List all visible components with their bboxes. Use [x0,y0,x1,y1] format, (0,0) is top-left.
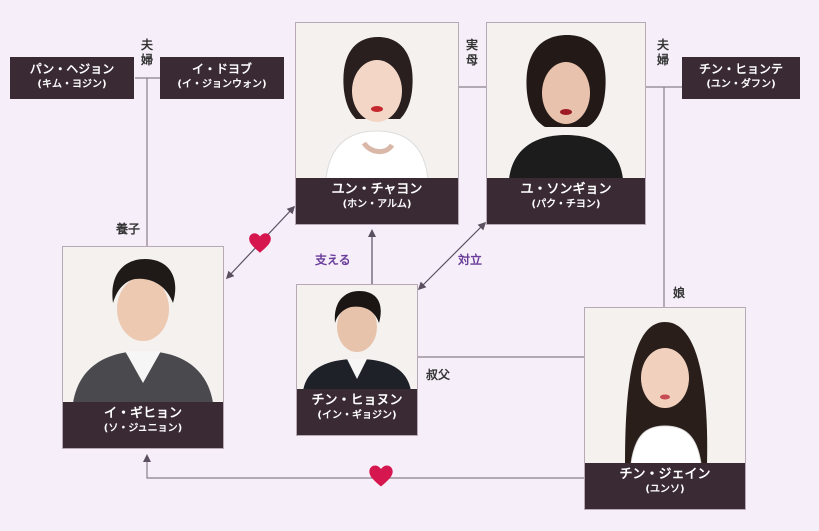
heart-icon-upper [249,233,271,253]
portrait-yun-chayeon [296,23,458,179]
name-tag-lee-doyeop: イ・ドヨブ (イ・ジョンウォン) [160,57,284,99]
relation-support: 支える [315,253,351,267]
relation-real-mother: 実母 [465,38,478,67]
label-chin-jein: チン・ジェイン (ユンソ) [585,463,745,509]
lee-gihyeon-name: イ・ギヒョン [103,406,182,421]
yu-seonggyeong-name: ユ・ソンギョン [520,182,612,197]
relation-adopted-son: 養子 [116,222,141,236]
yun-chayeon-name: ユン・チャヨン [331,182,423,197]
portrait-lee-gihyeon [63,247,223,403]
card-lee-gihyeon: イ・ギヒョン (ソ・ジュニョン) [62,246,224,449]
heart-icon-lower [369,465,393,487]
card-yu-seonggyeong: ユ・ソンギョン (パク・チヨン) [486,22,646,225]
chin-jein-name: チン・ジェイン [619,467,711,482]
yun-chayeon-actor: (ホン・アルム) [342,199,412,210]
conflict-arrow [417,221,487,291]
portrait-yu-seonggyeong [487,23,645,179]
card-chin-jein: チン・ジェイン (ユンソ) [584,307,746,510]
label-chin-hyeoneun: チン・ヒョヌン (イン・ギョジン) [297,389,417,435]
chin-jein-actor: (ユンソ) [645,484,685,495]
bottom-love-line [143,454,585,479]
lee-doyeop-name: イ・ドヨブ [191,62,252,76]
portrait-chin-jein [585,308,745,464]
relation-spouse-right: 夫婦 [656,38,669,67]
card-chin-hyeoneun: チン・ヒョヌン (イン・ギョジン) [296,284,418,436]
relation-uncle: 叔父 [426,368,451,382]
portrait-chin-hyeoneun [297,285,417,391]
relation-spouse-left: 夫婦 [140,38,153,67]
label-yun-chayeon: ユン・チャヨン (ホン・アルム) [296,178,458,224]
chin-hyeoneun-name: チン・ヒョヌン [311,393,403,408]
chin-hyeonte-actor: (ユン・ダフン) [706,79,776,90]
pan-name: パン・ヘジョン [29,62,115,76]
label-lee-gihyeon: イ・ギヒョン (ソ・ジュニョン) [63,402,223,448]
relation-daughter: 娘 [673,286,686,300]
pan-actor: (キム・ヨジン) [37,79,107,90]
lee-doyeop-actor: (イ・ジョンウォン) [177,79,267,90]
chin-hyeoneun-actor: (イン・ギョジン) [317,410,397,421]
chin-hyeonte-name: チン・ヒョンテ [698,62,783,76]
label-yu-seonggyeong: ユ・ソンギョン (パク・チヨン) [487,178,645,224]
name-tag-pan: パン・ヘジョン (キム・ヨジン) [10,57,134,99]
relation-conflict: 対立 [458,253,483,267]
lee-gihyeon-actor: (ソ・ジュニョン) [103,423,183,434]
yu-seonggyeong-actor: (パク・チヨン) [531,199,601,210]
card-yun-chayeon: ユン・チャヨン (ホン・アルム) [295,22,459,225]
name-tag-chin-hyeonte: チン・ヒョンテ (ユン・ダフン) [682,57,800,99]
